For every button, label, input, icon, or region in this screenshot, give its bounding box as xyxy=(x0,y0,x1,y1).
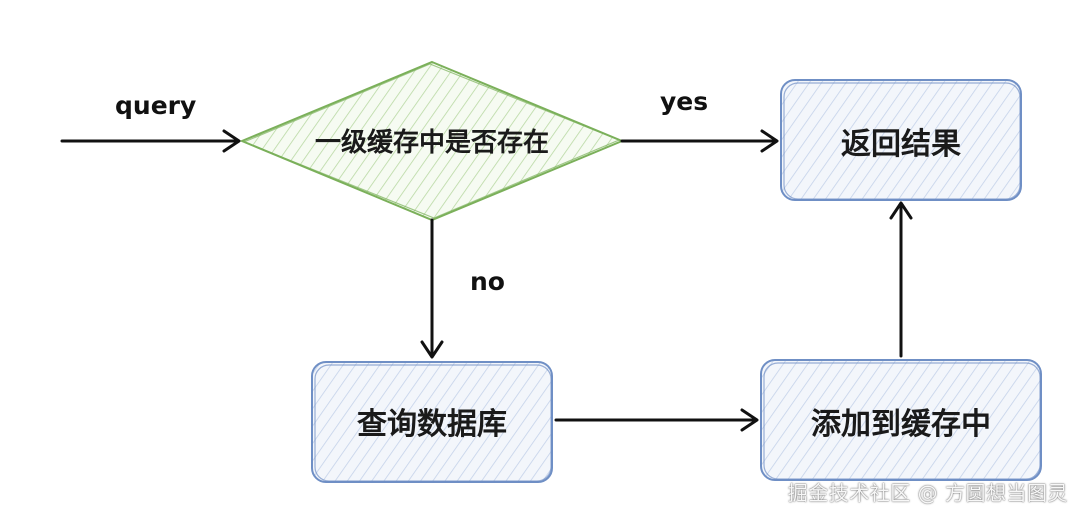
return-result-node: 返回结果 xyxy=(780,79,1022,201)
no-arrow xyxy=(420,218,444,359)
watermark-text: 掘金技术社区 @ 方圆想当图灵 xyxy=(787,481,1068,505)
add-to-cache-label: 添加到缓存中 xyxy=(811,407,991,442)
add-to-cache-node: 添加到缓存中 xyxy=(760,359,1042,481)
yes-arrow xyxy=(620,129,779,153)
query-db-box-sketch xyxy=(314,364,552,482)
query-edge-label: query xyxy=(115,91,196,120)
decision-diamond-sketch xyxy=(242,63,621,219)
return-result-box-sketch xyxy=(783,82,1021,200)
decision-node: 一级缓存中是否存在 xyxy=(239,60,625,222)
query-arrow xyxy=(60,129,241,153)
return-result-box xyxy=(780,79,1022,201)
decision-label: 一级缓存中是否存在 xyxy=(315,127,549,158)
add-to-cache-box-sketch xyxy=(763,362,1041,480)
db-to-cache-arrow xyxy=(554,408,759,432)
yes-edge-label: yes xyxy=(660,87,708,116)
no-edge-label: no xyxy=(470,267,505,296)
query-db-label: 查询数据库 xyxy=(357,407,507,442)
return-result-label: 返回结果 xyxy=(841,127,961,162)
query-db-node: 查询数据库 xyxy=(311,361,553,483)
add-to-cache-box xyxy=(760,359,1042,481)
cache-to-result-arrow xyxy=(889,201,913,358)
query-db-box xyxy=(311,361,553,483)
